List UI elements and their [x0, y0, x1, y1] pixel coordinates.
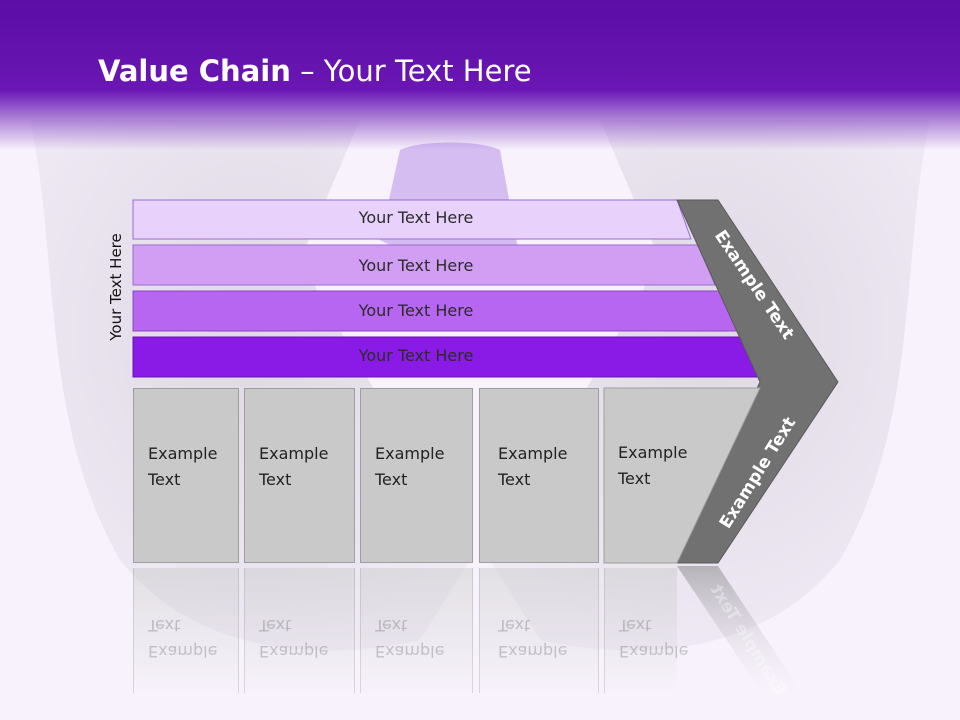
bar-label-4: Your Text Here: [358, 346, 474, 365]
reflection-text: Example Text: [498, 612, 567, 664]
reflection-line-1: Example: [375, 642, 445, 661]
reflection-line-2: Text: [259, 616, 292, 635]
box-line-1: Example: [375, 444, 445, 463]
reflection-line-1: Example: [148, 642, 218, 661]
header-band: [0, 0, 960, 150]
bar-label-2: Your Text Here: [358, 256, 474, 275]
title-rest: – Your Text Here: [290, 54, 532, 88]
box-reflection: Example Text: [244, 568, 355, 693]
box-line-2: Text: [498, 470, 531, 489]
reflection-line-2: Text: [498, 616, 531, 635]
box-reflection: Example Text: [133, 568, 239, 693]
box-line-1: Example: [148, 444, 218, 463]
bar-2: [132, 244, 716, 286]
reflection-line-1: Example: [259, 642, 329, 661]
reflection-line-2: Text: [375, 616, 408, 635]
reflection-text: Example Text: [375, 612, 444, 664]
box-line-1: Example: [259, 444, 329, 463]
chevron-arrow: [676, 199, 839, 564]
chevron-reflection: [677, 566, 800, 690]
box-reflection: Example Text: [360, 568, 473, 693]
reflection-text: Example Text: [259, 612, 328, 664]
title-bold: Value Chain: [98, 54, 291, 88]
box-reflection: Example Text: [479, 568, 599, 693]
reflection-text: Example Text: [148, 612, 217, 664]
reflection-line-1: Example: [498, 642, 568, 661]
bar-label-3: Your Text Here: [358, 301, 474, 320]
box-line-1: Example: [498, 444, 568, 463]
bar-1: [132, 199, 692, 240]
reflection-line-2: Text: [148, 616, 181, 635]
box-line-2: Text: [375, 470, 408, 489]
reflection-line-2: Text: [619, 616, 652, 635]
reflection-line-1: Example: [619, 642, 689, 661]
slide-title: Value Chain – Your Text Here: [98, 54, 532, 88]
bar-label-1: Your Text Here: [358, 208, 474, 227]
box-line-2: Text: [618, 469, 651, 488]
box-line-1: Example: [618, 443, 688, 462]
reflection-text: Example Text: [619, 612, 688, 664]
box-reflection: Example Text: [604, 568, 688, 693]
box-5-shape: [603, 387, 761, 564]
box-line-2: Text: [259, 470, 292, 489]
box-line-2: Text: [148, 470, 181, 489]
